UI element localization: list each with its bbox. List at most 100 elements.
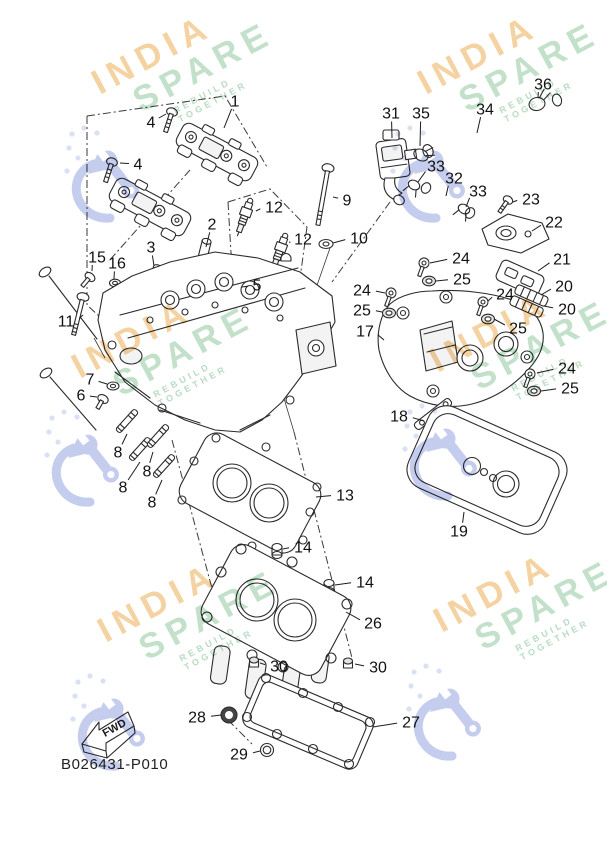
- base-gasket-drawing: [220, 672, 376, 770]
- leader-line: [354, 663, 365, 667]
- part-label: 24: [452, 251, 470, 268]
- part-label: 24: [353, 283, 371, 300]
- leader-line: [210, 714, 222, 717]
- part-label: 25: [561, 381, 579, 398]
- part-label: 6: [77, 388, 86, 405]
- fwd-arrow: FWD: [81, 711, 136, 759]
- air-induction-drawing: [375, 88, 563, 254]
- part-label: 15: [88, 250, 106, 267]
- leader-line: [332, 239, 346, 244]
- leader-line: [252, 750, 261, 754]
- part-label: 19: [450, 524, 468, 541]
- part-label: 14: [356, 575, 374, 592]
- part-label: 31: [382, 106, 400, 123]
- cylinder-head-drawing: [97, 251, 337, 433]
- part-label: 9: [343, 193, 352, 210]
- part-label: 1: [231, 94, 240, 111]
- leader-line: [543, 305, 554, 309]
- part-label: 25: [509, 321, 527, 338]
- cover-bolt-drawing: [381, 257, 542, 397]
- part-label: 8: [119, 480, 128, 497]
- part-label: 8: [143, 464, 152, 481]
- part-label: 4: [134, 157, 143, 174]
- drawing-code: B026431-P010: [61, 756, 169, 773]
- leader-line: [315, 495, 332, 498]
- part-label: 26: [364, 616, 382, 633]
- part-label: 13: [336, 488, 354, 505]
- leader-line: [259, 662, 266, 666]
- part-label: 14: [294, 540, 312, 557]
- leader-line: [149, 451, 154, 464]
- leader-line: [282, 547, 290, 550]
- part-label: 8: [114, 445, 123, 462]
- leader-line: [465, 197, 471, 208]
- leader-line: [121, 433, 128, 445]
- part-label: 12: [294, 232, 312, 249]
- leader-line: [540, 288, 552, 296]
- leader-line: [372, 722, 398, 728]
- part-label: 32: [445, 171, 463, 188]
- leader-line: [375, 290, 386, 294]
- leader-line: [158, 113, 167, 119]
- leader-line: [476, 116, 482, 134]
- leader-line: [89, 395, 98, 398]
- part-label: 4: [147, 115, 156, 132]
- leader-line: [78, 314, 84, 319]
- part-label: 21: [553, 252, 571, 269]
- leader-line: [377, 334, 385, 341]
- leader-line: [151, 255, 155, 267]
- leader-line: [417, 171, 426, 183]
- part-label: 11: [58, 314, 75, 331]
- part-label: 24: [496, 287, 514, 304]
- part-label: 29: [230, 747, 248, 764]
- leader-line: [332, 196, 339, 199]
- leader-line: [540, 388, 557, 392]
- part-label: 33: [469, 184, 487, 201]
- part-label: 17: [356, 324, 374, 341]
- part-label: 28: [188, 710, 206, 727]
- part-label: 5: [253, 278, 262, 295]
- part-label: 25: [453, 272, 471, 289]
- part-label: 20: [558, 302, 576, 319]
- part-label: 7: [86, 372, 95, 389]
- part-label: 36: [534, 77, 552, 94]
- part-label: 18: [390, 409, 408, 426]
- leader-line: [375, 310, 383, 313]
- part-label: 27: [402, 715, 420, 732]
- leader-line: [241, 285, 249, 288]
- leader-line: [536, 368, 554, 374]
- part-label: 23: [522, 192, 540, 209]
- leader-line: [127, 461, 141, 481]
- part-label: 24: [558, 361, 576, 378]
- leader-line: [419, 121, 422, 147]
- part-label: 34: [476, 102, 494, 119]
- leader-line: [537, 262, 550, 272]
- part-label: 25: [353, 303, 371, 320]
- part-label: 16: [108, 256, 126, 273]
- leader-line: [493, 318, 506, 326]
- leader-line: [255, 208, 261, 212]
- leader-line: [223, 108, 233, 129]
- part-label: 35: [412, 106, 430, 123]
- part-label: 30: [369, 660, 387, 677]
- part-label: 10: [350, 231, 368, 248]
- leader-line: [435, 279, 449, 282]
- leader-line: [531, 224, 542, 232]
- leader-line: [334, 582, 352, 586]
- leader-line: [412, 417, 425, 422]
- part-label: 22: [545, 215, 563, 232]
- leader-line: [155, 479, 163, 495]
- valve-drawing: [38, 266, 98, 431]
- leader-line: [205, 232, 211, 248]
- leader-line: [429, 258, 448, 264]
- leader-line: [512, 199, 518, 203]
- part-label: 2: [208, 217, 217, 234]
- leader-line: [345, 611, 361, 621]
- leader-line: [119, 162, 130, 164]
- part-label: 30: [270, 659, 288, 676]
- stud-drawing: [115, 409, 176, 478]
- leader-line: [98, 380, 108, 385]
- part-label: 3: [147, 240, 156, 257]
